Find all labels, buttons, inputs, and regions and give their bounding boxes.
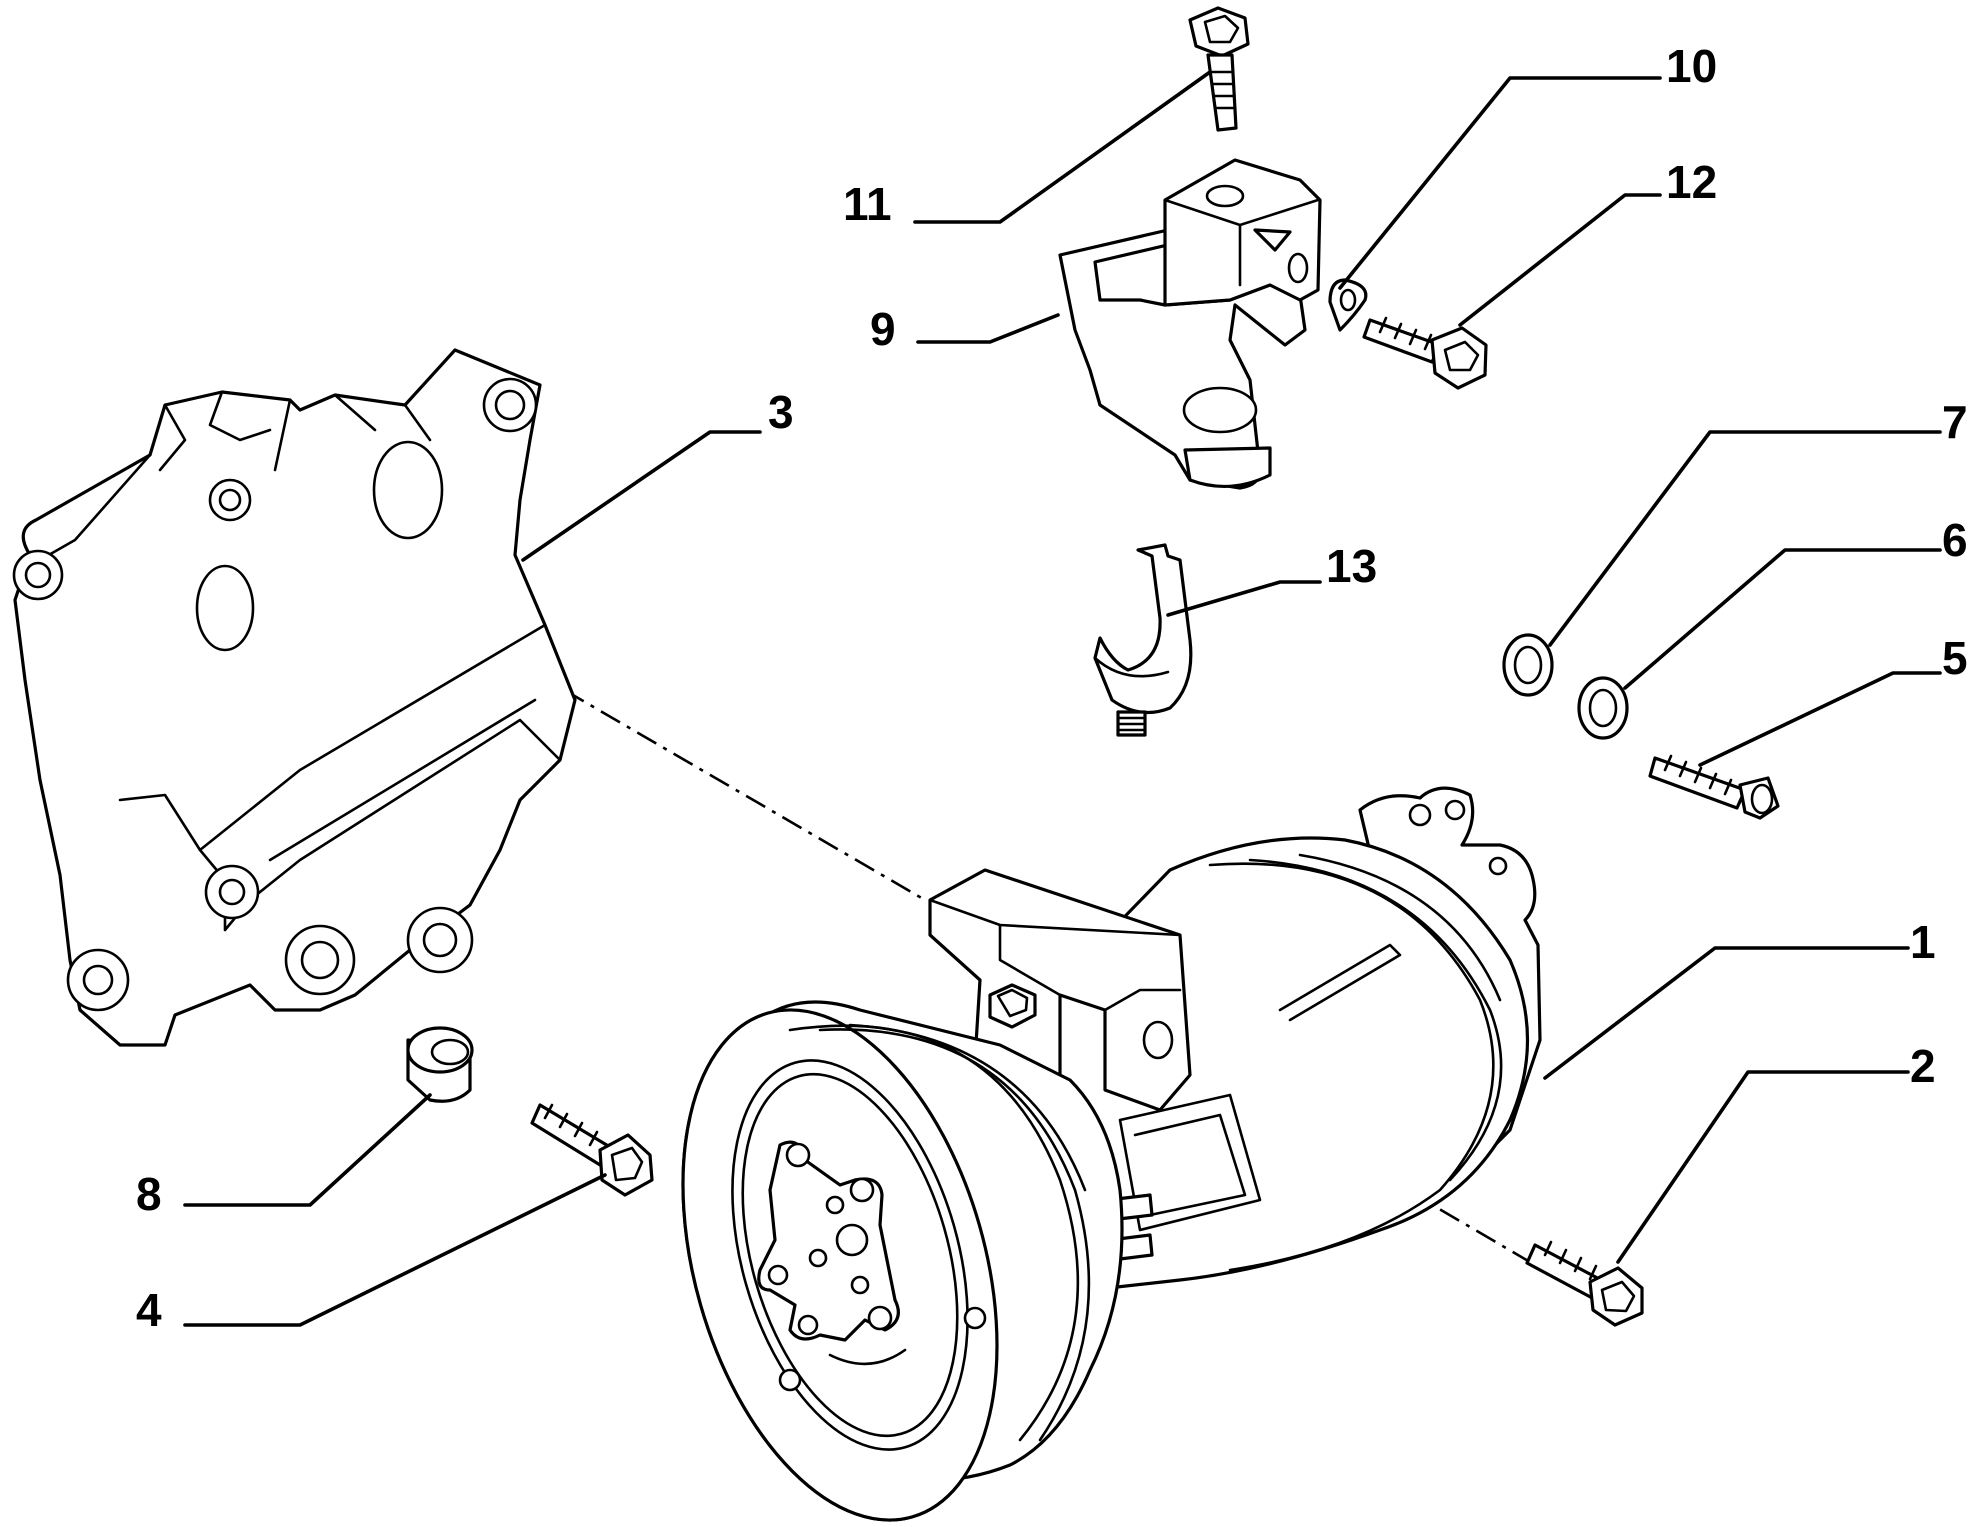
callout-13: 13 bbox=[1326, 540, 1377, 592]
callout-3: 3 bbox=[768, 386, 794, 438]
bolt-part-4 bbox=[530, 1103, 654, 1197]
leader-13 bbox=[1166, 580, 1322, 617]
washer-part-10 bbox=[1328, 278, 1368, 332]
callout-1: 1 bbox=[1910, 916, 1936, 968]
callout-9: 9 bbox=[870, 303, 896, 355]
callout-8: 8 bbox=[136, 1168, 162, 1220]
callout-12: 12 bbox=[1666, 156, 1717, 208]
bolt-part-11 bbox=[1188, 6, 1250, 132]
callout-7: 7 bbox=[1942, 396, 1968, 448]
leader-lines bbox=[183, 70, 1942, 1327]
bolt-part-2 bbox=[1525, 1240, 1644, 1327]
support-bracket-part bbox=[1058, 158, 1322, 490]
bolt-part-5 bbox=[1648, 754, 1780, 820]
callout-4: 4 bbox=[136, 1284, 162, 1336]
bolt-part-12 bbox=[1362, 316, 1488, 390]
leader-7 bbox=[1548, 430, 1942, 647]
leader-1 bbox=[1543, 946, 1910, 1080]
leader-12 bbox=[1458, 193, 1662, 327]
leader-5 bbox=[1698, 671, 1942, 767]
hose-clip-part bbox=[1093, 543, 1193, 737]
washer-part-6 bbox=[1577, 676, 1629, 740]
leader-2 bbox=[1616, 1070, 1910, 1264]
callout-11: 11 bbox=[843, 178, 892, 230]
ac-compressor-part bbox=[681, 786, 1542, 1522]
callout-10: 10 bbox=[1666, 40, 1717, 92]
mounting-bracket-part bbox=[12, 348, 577, 1047]
callout-2: 2 bbox=[1910, 1040, 1936, 1092]
callout-labels: 1 2 3 4 5 6 7 8 9 10 11 12 13 bbox=[136, 40, 1968, 1336]
leader-11 bbox=[913, 70, 1212, 224]
callout-6: 6 bbox=[1942, 514, 1968, 566]
bushing-part bbox=[406, 1026, 474, 1103]
leader-8 bbox=[183, 1093, 432, 1207]
callout-5: 5 bbox=[1942, 632, 1968, 684]
leader-9 bbox=[916, 313, 1060, 344]
leader-3 bbox=[521, 430, 762, 562]
leader-10 bbox=[1338, 76, 1662, 290]
washer-part-7 bbox=[1502, 633, 1554, 697]
leader-4 bbox=[183, 1173, 607, 1327]
leader-6 bbox=[1623, 548, 1942, 690]
